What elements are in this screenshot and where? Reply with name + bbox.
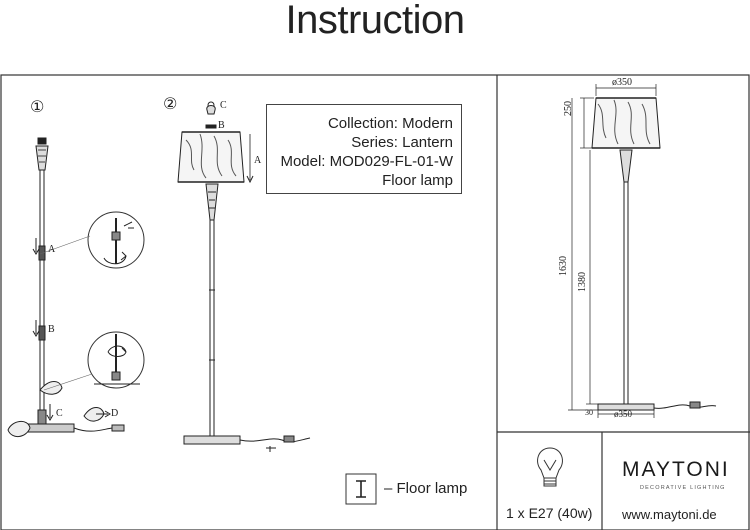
part-label-c-step-two: C (220, 100, 227, 111)
spec-type: Floor lamp (382, 172, 453, 189)
spec-collection: Collection: Modern (327, 115, 453, 132)
dim-base-diameter: ø350 (614, 409, 632, 419)
part-label-c: C (56, 408, 63, 419)
page-title: Instruction (285, 0, 465, 42)
brand-website: www.maytoni.de (622, 507, 717, 522)
part-label-a-step-two: A (254, 155, 262, 166)
dim-base-height: 30 (585, 408, 593, 417)
step-two-drawing (177, 101, 311, 452)
part-label-b: B (48, 324, 55, 335)
dim-shade-height: 250 (563, 101, 574, 116)
part-label-a: A (48, 244, 56, 255)
step-one-drawing (7, 137, 145, 437)
dim-shade-diameter: ø350 (612, 77, 632, 88)
bulb-icon (537, 447, 563, 487)
step-two-number: ② (163, 94, 178, 113)
spec-series: Series: Lantern (351, 134, 453, 151)
dim-stem-height: 1380 (577, 272, 588, 292)
floor-lamp-legend-icon (345, 473, 377, 505)
dimension-drawing (568, 84, 717, 418)
outer-frame (0, 74, 750, 530)
floor-lamp-legend-label: – Floor lamp (384, 480, 468, 497)
bulb-label: 1 x E27 (40w) (506, 505, 593, 521)
spec-model: Model: MOD029-FL-01-W (280, 153, 453, 170)
brand-tagline: DECORATIVE LIGHTING (640, 485, 726, 491)
part-label-d: D (111, 408, 119, 419)
part-label-b-step-two: B (218, 120, 225, 131)
step-one-number: ① (30, 97, 45, 116)
brand-logo: MAYTONI (622, 458, 730, 481)
spec-box: Collection: Modern Series: Lantern Model… (266, 104, 462, 194)
dim-total-height: 1630 (558, 256, 569, 276)
